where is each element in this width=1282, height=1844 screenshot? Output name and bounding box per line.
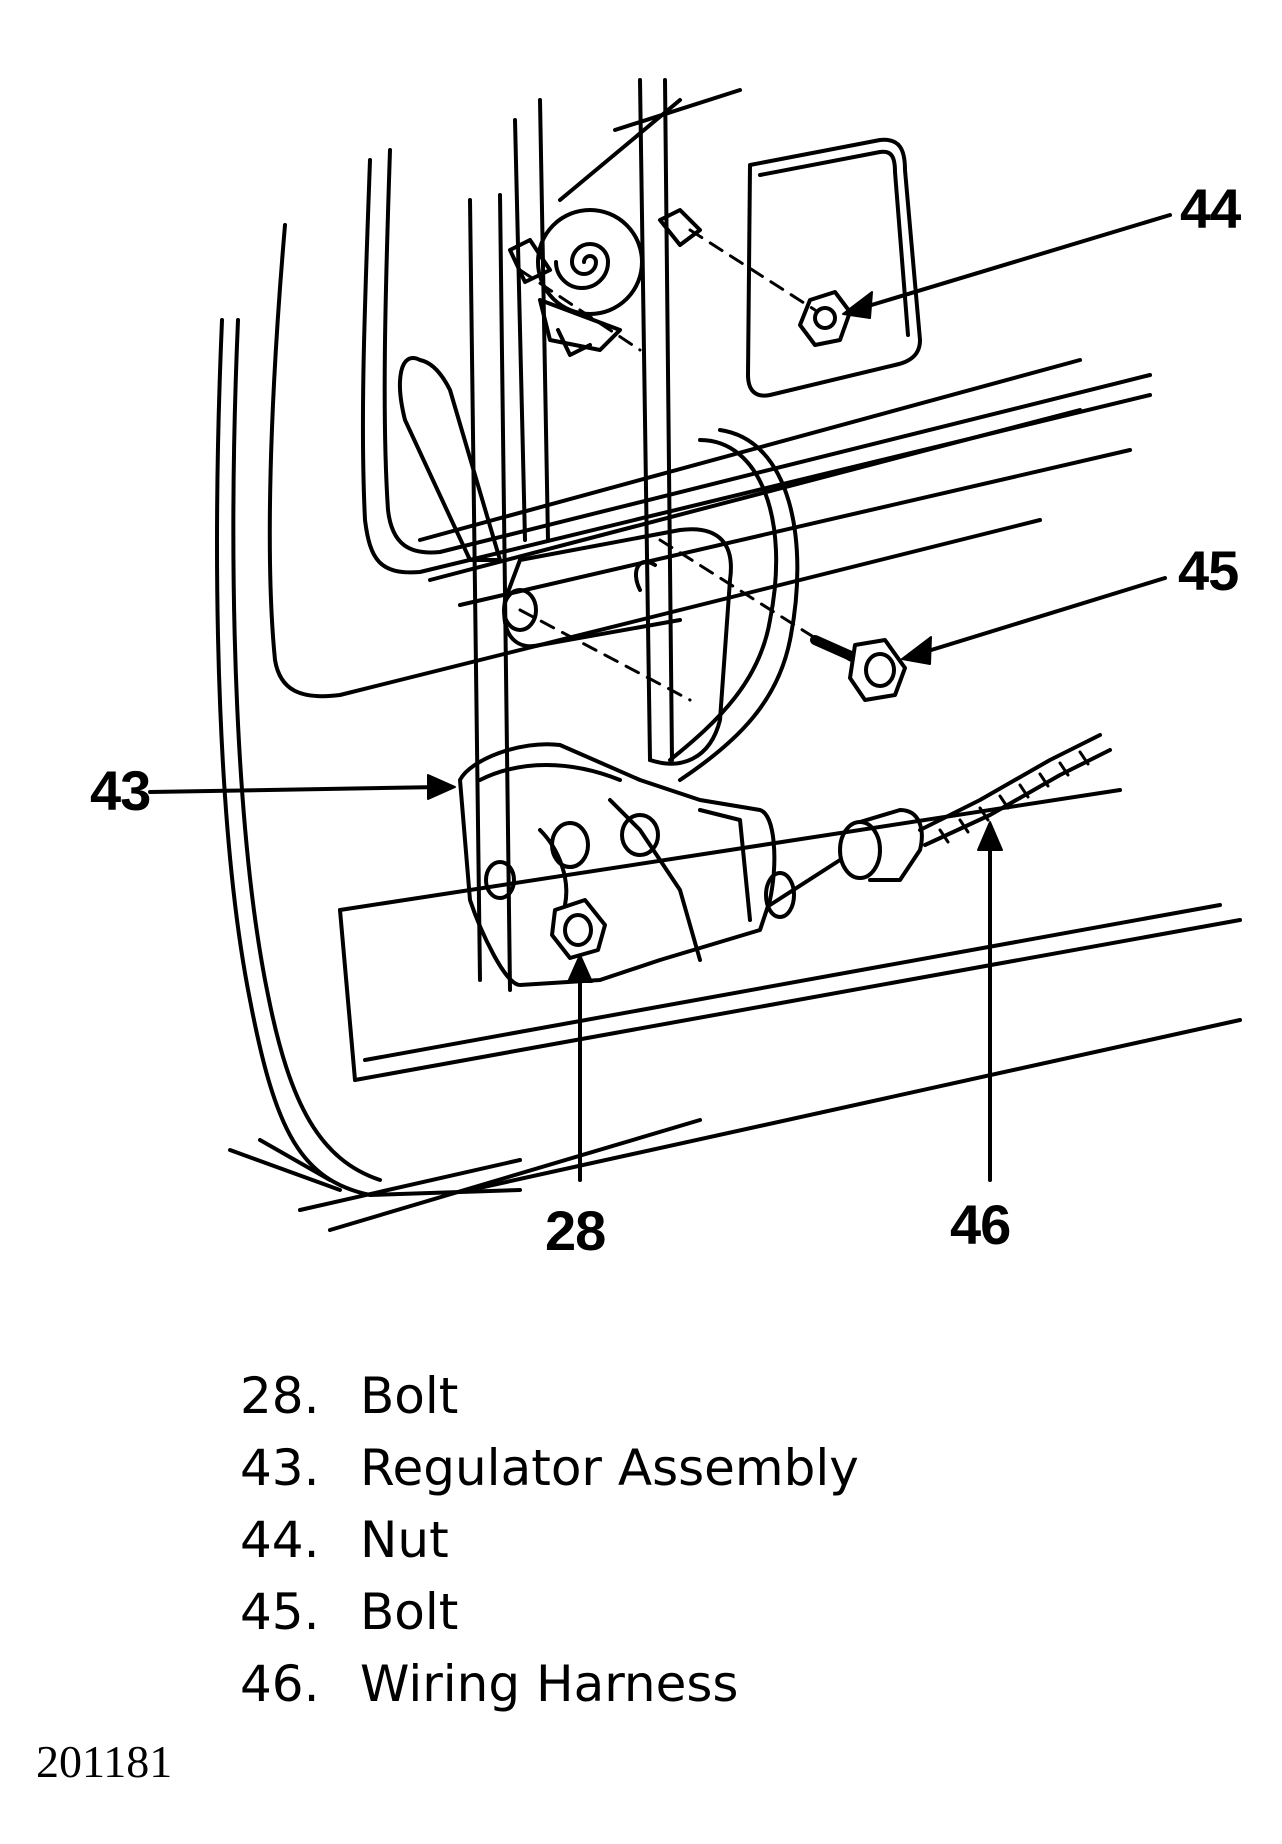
upper-access-panel	[746, 137, 922, 398]
regulator-spring	[536, 208, 644, 357]
legend-label: Wiring Harness	[360, 1655, 739, 1713]
regulator-arm-plate	[398, 356, 800, 782]
legend-number: 44.	[240, 1511, 320, 1569]
bolt-28-hardware	[550, 898, 607, 960]
legend-item: 45. Bolt	[240, 1576, 859, 1648]
legend-number: 43.	[240, 1439, 320, 1497]
door-outer-panel	[215, 318, 702, 1232]
legend-item: 46. Wiring Harness	[240, 1648, 859, 1720]
callout-46: 46	[950, 1193, 1011, 1256]
parts-legend: 28. Bolt 43. Regulator Assembly 44. Nut …	[240, 1360, 859, 1720]
legend-number: 46.	[240, 1655, 320, 1713]
callout-43: 43	[90, 759, 151, 822]
legend-label: Bolt	[360, 1367, 459, 1425]
door-inner-frame	[267, 148, 1152, 699]
assembly-guide-lines	[518, 228, 852, 702]
leader-45	[901, 576, 1167, 665]
leader-28	[567, 954, 593, 1182]
legend-label: Nut	[360, 1511, 449, 1569]
figure-id: 201181	[36, 1736, 173, 1787]
leader-46	[977, 821, 1003, 1182]
door-lower-trim	[338, 788, 1242, 1192]
legend-item: 44. Nut	[240, 1504, 859, 1576]
callout-28: 28	[545, 1199, 606, 1262]
leader-43	[148, 774, 456, 800]
wiring-harness-connector	[764, 733, 1112, 919]
leader-44	[842, 213, 1172, 319]
legend-label: Regulator Assembly	[360, 1439, 859, 1497]
legend-number: 45.	[240, 1583, 320, 1641]
legend-item: 28. Bolt	[240, 1360, 859, 1432]
regulator-channel	[468, 78, 742, 992]
legend-item: 43. Regulator Assembly	[240, 1432, 859, 1504]
regulator-lower-bracket	[458, 742, 777, 987]
callout-45: 45	[1178, 539, 1239, 602]
callout-44: 44	[1180, 177, 1241, 240]
legend-label: Bolt	[360, 1583, 459, 1641]
legend-number: 28.	[240, 1367, 320, 1425]
